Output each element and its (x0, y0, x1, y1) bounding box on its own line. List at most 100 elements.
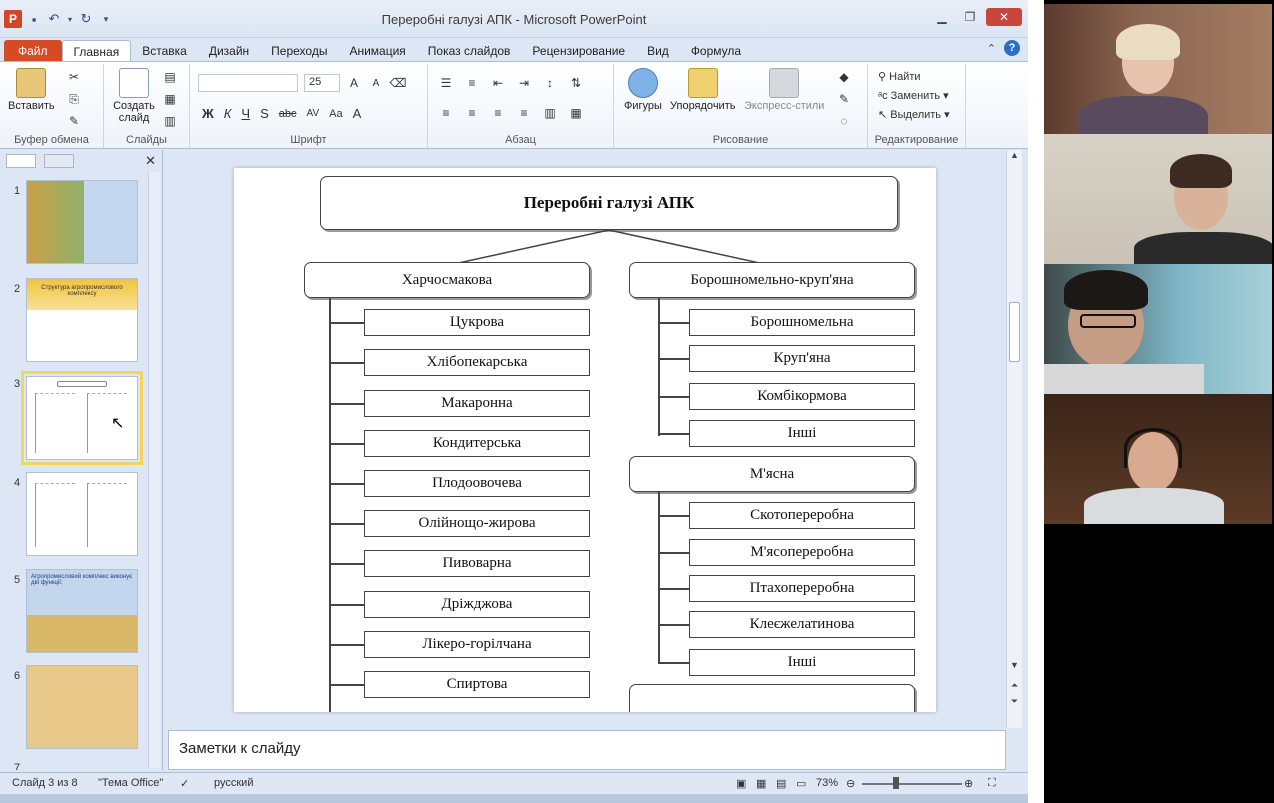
slide-thumbnail-2[interactable]: Структура агропромислового комплексу (26, 278, 138, 362)
reading-view-icon[interactable]: ▤ (776, 778, 787, 790)
close-icon[interactable]: ✕ (986, 8, 1022, 26)
right-item[interactable]: Інші (689, 420, 915, 447)
editor-vertical-scrollbar[interactable]: ▲ ▼ ⏶ ⏷ (1006, 150, 1022, 728)
slide-thumbnail-6[interactable] (26, 665, 138, 749)
section-icon[interactable]: ▥ (164, 114, 176, 128)
shrink-font-icon[interactable]: A (372, 77, 380, 89)
scroll-up-icon[interactable]: ▲ (1010, 150, 1019, 160)
zoom-level[interactable]: 73% (816, 777, 839, 789)
decrease-indent-icon[interactable]: ⇤ (492, 76, 504, 90)
tab-file[interactable]: Файл (4, 40, 62, 62)
tab-animations[interactable]: Анимация (349, 44, 406, 58)
slideshow-icon[interactable]: ▭ (796, 778, 807, 790)
align-left-icon[interactable]: ≡ (442, 106, 450, 120)
font-color-button[interactable]: A (352, 106, 362, 121)
clear-format-icon[interactable]: ⌫ (389, 76, 407, 90)
find-button[interactable]: ⚲ Найти (878, 70, 921, 83)
right-item[interactable]: Скотопереробна (689, 502, 915, 529)
thumbnail-scrollbar[interactable] (148, 172, 160, 768)
right-category-head[interactable]: Борошномельно-круп'яна (629, 262, 915, 298)
tab-review[interactable]: Рецензирование (532, 44, 626, 58)
increase-indent-icon[interactable]: ⇥ (518, 76, 530, 90)
help-icon[interactable]: ? (1004, 40, 1020, 56)
right-item[interactable]: М'ясопереробна (689, 539, 915, 566)
right-item[interactable]: Круп'яна (689, 345, 915, 372)
bold-button[interactable]: Ж (202, 106, 214, 121)
shape-fill-icon[interactable]: ◆ (839, 70, 849, 84)
scroll-down-icon[interactable]: ▼ (1010, 660, 1019, 670)
justify-icon[interactable]: ≡ (520, 106, 528, 120)
text-direction-icon[interactable]: ⇅ (570, 76, 582, 90)
quick-styles-button[interactable]: Экспресс-стили (744, 68, 824, 112)
zoom-slider-track[interactable] (862, 783, 962, 785)
layout-icon[interactable]: ▤ (164, 70, 176, 84)
grow-font-icon[interactable]: A (349, 76, 358, 90)
video-tile-2[interactable] (1044, 134, 1272, 264)
font-family-combo[interactable] (198, 74, 298, 92)
left-item[interactable]: Спиртова (364, 671, 590, 698)
right-category-head-3[interactable] (629, 684, 915, 712)
scroll-thumb[interactable] (1009, 302, 1020, 362)
slide-thumbnail-1[interactable] (26, 180, 138, 264)
save-icon[interactable]: ▪ (31, 11, 37, 27)
right-category-head-2[interactable]: М'ясна (629, 456, 915, 492)
video-tile-3[interactable] (1044, 264, 1272, 394)
left-item[interactable]: Кондитерська (364, 430, 590, 457)
left-item[interactable]: Пивоварна (364, 550, 590, 577)
right-item[interactable]: Інші (689, 649, 915, 676)
slide-thumbnail-4[interactable] (26, 472, 138, 556)
reset-icon[interactable]: ▦ (164, 92, 176, 106)
cut-icon[interactable]: ✂ (68, 70, 80, 84)
right-item[interactable]: Борошномельна (689, 309, 915, 336)
shape-outline-icon[interactable]: ✎ (838, 92, 850, 106)
minimize-icon[interactable]: ▁ (937, 10, 947, 24)
numbering-icon[interactable]: ≡ (468, 76, 476, 90)
shadow-button[interactable]: S (260, 106, 269, 121)
new-slide-button[interactable]: Создать слайд (112, 68, 156, 124)
replace-button[interactable]: ᵃc Заменить ▾ (878, 90, 949, 102)
maximize-icon[interactable]: ❐ (964, 10, 976, 24)
select-button[interactable]: ↖ Выделить ▾ (878, 109, 950, 121)
slide-thumbnail-3[interactable]: ↖ (21, 371, 143, 465)
spacing-button[interactable]: AV (306, 108, 320, 119)
columns-icon[interactable]: ▥ (544, 106, 556, 120)
left-item[interactable]: Плодоовочева (364, 470, 590, 497)
smartart-icon[interactable]: ▦ (570, 106, 582, 120)
left-item[interactable]: Лікеро-горілчана (364, 631, 590, 658)
paste-button[interactable]: Вставить (8, 68, 55, 112)
left-item[interactable]: Макаронна (364, 390, 590, 417)
copy-icon[interactable]: ⎘ (69, 91, 79, 106)
tab-design[interactable]: Дизайн (208, 44, 250, 58)
slide-thumbnail-5[interactable]: Агропромисловий комплекс виконує дві фун… (26, 569, 138, 653)
left-item[interactable]: Олійнощо-жирова (364, 510, 590, 537)
undo-icon[interactable]: ↶ (48, 11, 60, 26)
tab-formula[interactable]: Формула (690, 44, 742, 58)
format-painter-icon[interactable]: ✎ (68, 114, 80, 128)
bullets-icon[interactable]: ☰ (440, 76, 452, 90)
left-item[interactable]: Дріжджова (364, 591, 590, 618)
tab-transitions[interactable]: Переходы (271, 44, 328, 58)
align-center-icon[interactable]: ≡ (468, 106, 476, 120)
zoom-in-icon[interactable]: ⊕ (964, 778, 974, 790)
slide-title-box[interactable]: Переробні галузі АПК (320, 176, 898, 230)
close-panel-icon[interactable]: ✕ (145, 153, 156, 168)
tab-view[interactable]: Вид (647, 44, 669, 58)
slide-canvas[interactable]: Переробні галузі АПК Харчосмакова Борошн… (234, 168, 936, 712)
arrange-button[interactable]: Упорядочить (670, 68, 735, 112)
zoom-out-icon[interactable]: ⊖ (846, 778, 856, 790)
fit-to-window-icon[interactable]: ⛶ (988, 777, 996, 789)
shape-effects-icon[interactable]: ◌ (840, 114, 848, 128)
redo-icon[interactable]: ↻ (80, 11, 92, 26)
slide-sorter-icon[interactable]: ▦ (756, 778, 767, 790)
align-right-icon[interactable]: ≡ (494, 106, 502, 120)
left-item[interactable]: Хлібопекарська (364, 349, 590, 376)
undo-dropdown-icon[interactable]: ▾ (67, 14, 72, 24)
right-item[interactable]: Клеєжелатинова (689, 611, 915, 638)
underline-button[interactable]: Ч (241, 106, 251, 121)
normal-view-icon[interactable]: ▣ (736, 778, 747, 790)
powerpoint-logo-icon[interactable]: P (4, 10, 22, 28)
tab-slideshow[interactable]: Показ слайдов (427, 44, 511, 58)
line-spacing-icon[interactable]: ↕ (547, 76, 553, 90)
strikethrough-button[interactable]: abc (278, 107, 297, 120)
tab-home[interactable]: Главная (61, 40, 132, 62)
